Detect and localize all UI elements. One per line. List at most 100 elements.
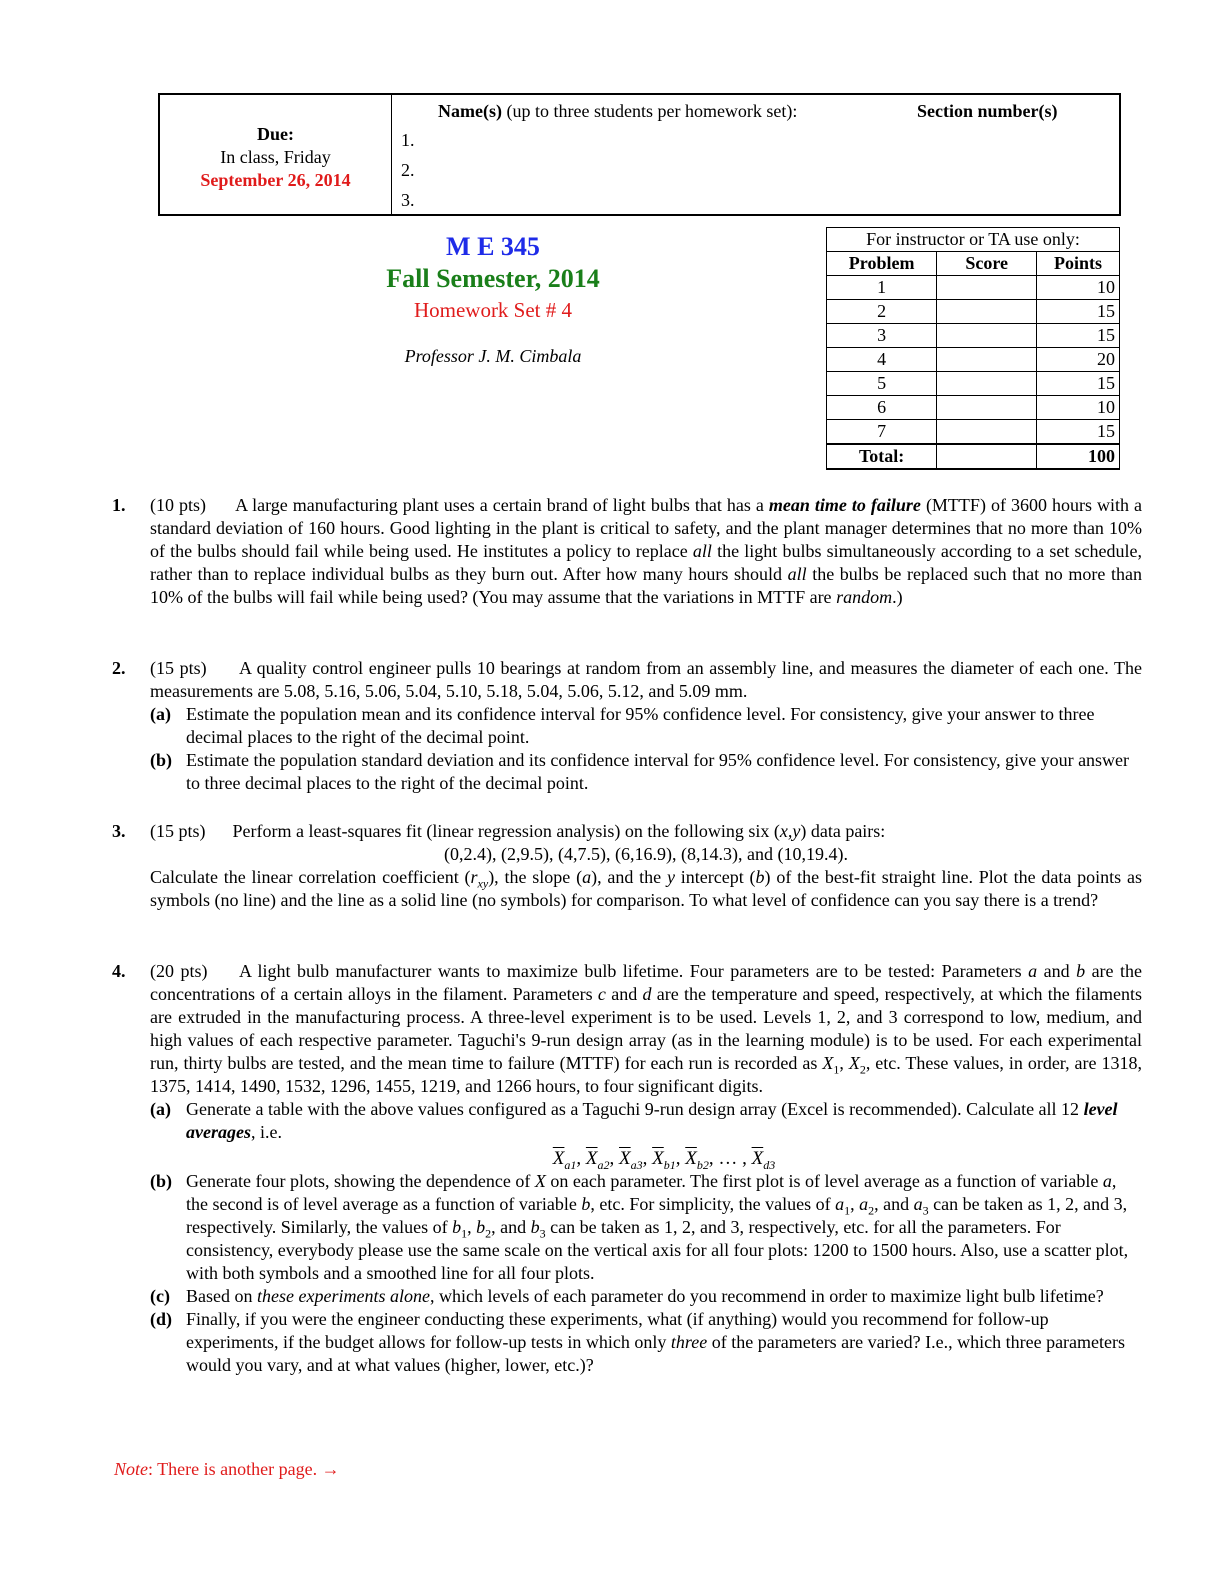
score-cell[interactable] [936,395,1038,420]
math: X [848,1053,860,1073]
score-cell[interactable] [936,275,1038,300]
emphasis: mean time to failure [768,495,921,515]
score-table-caption: For instructor or TA use only: [826,227,1120,252]
score-cell[interactable] [936,299,1038,324]
math: a [582,867,592,887]
problem-4c: (c)Based on these experiments alone, whi… [150,1285,1142,1308]
emphasis: all [787,564,807,584]
math: b [452,1217,462,1237]
text: .) [892,587,903,607]
text: the light bulbs simultaneously according… [150,541,1142,584]
sub-label: (b) [150,750,172,770]
level-averages-equation: Xa1, Xa2, Xa3, Xb1, Xb2, … , Xd3 [552,1148,776,1172]
emphasis: all [692,541,712,561]
math: a [1028,961,1038,981]
points-label: (15 pts) [150,821,206,841]
score-cell[interactable] [936,323,1038,348]
data-pairs: (0,2.4), (2,9.5), (4,7.5), (6,16.9), (8,… [444,844,848,864]
text: ) data pairs: [800,821,886,841]
header-score: Score [936,251,1038,276]
total-points: 100 [1036,443,1120,470]
math: b [581,1194,591,1214]
text: A quality control engineer pulls 10 bear… [150,658,1142,701]
sub-label: (a) [150,1099,171,1119]
text: , etc. For simplicity, the values of [590,1194,836,1214]
math: r [470,867,478,887]
problem-4b: (b)Generate four plots, showing the depe… [150,1171,1129,1283]
math: c [597,984,606,1004]
math: X [534,1171,546,1191]
section-heading: Section number(s) [917,101,1058,121]
problem-4: 4. (20 pts) A light bulb manufacturer wa… [112,960,1142,1377]
text: , [839,1053,849,1073]
text: ), the slope ( [488,867,583,887]
problem-cell: 2 [825,299,938,324]
text: , the second is of level average as a fu… [186,1171,1117,1214]
problem-cell: 6 [825,395,938,420]
total-row: Total: 100 [825,443,1120,470]
math-subscript: 1 [461,1226,468,1241]
math-subscript: 3 [539,1226,546,1241]
text: are the concentrations of a certain allo… [150,961,1143,1004]
names-note: (up to three students per homework set): [501,101,798,121]
math: b [1076,961,1086,981]
title-block: M E 345 Fall Semester, 2014 Homework Set… [320,232,666,368]
text: (MTTF) of 3600 hours with a standard dev… [150,495,1142,561]
total-label: Total: [825,443,938,470]
emphasis: random [836,587,893,607]
text: of the parameters are varied? I.e., whic… [186,1332,1126,1375]
math: X [552,1148,565,1169]
score-cell[interactable] [936,419,1038,445]
text: A large manufacturing plant uses a certa… [235,495,769,515]
math: X [652,1148,664,1169]
math: a [913,1194,923,1214]
emphasis: level averages [186,1099,1118,1142]
problem-2a: (a)Estimate the population mean and its … [150,703,1142,749]
score-cell[interactable] [936,347,1038,372]
math-subscript: 1 [844,1203,851,1218]
problem-3-text: (15 pts) Perform a least-squares fit (li… [150,820,1142,912]
text: intercept ( [674,867,756,887]
points-label: (10 pts) [150,495,207,515]
table-row: 6 10 [825,395,1120,420]
problem-1-text: (10 pts) A large manufacturing plant use… [150,494,1142,609]
math: d [642,984,652,1004]
homework-title: Homework Set # 4 [413,298,573,322]
text: and [605,984,643,1004]
text: Generate a table with the above values c… [186,1099,1084,1119]
math: y [666,867,675,887]
due-line1: In class, Friday [220,147,331,167]
names-heading: Name(s) (up to three students per homewo… [438,100,797,123]
ellipsis: … , [718,1148,747,1169]
text: A light bulb manufacturer wants to maxim… [238,961,1029,981]
math: a [835,1194,845,1214]
score-table-header-row: Problem Score Points [825,251,1120,276]
header-points: Points [1036,251,1120,276]
points-cell: 20 [1036,347,1120,372]
due-label: Due: [257,124,294,144]
problem-1: 1. (10 pts) A large manufacturing plant … [112,494,1142,609]
problem-4-text: (20 pts) A light bulb manufacturer wants… [150,960,1142,1098]
math-subscript: b2 [696,1157,709,1172]
points-cell: 10 [1036,275,1120,300]
text: and [1037,961,1077,981]
name-line-3: 3. [401,190,415,210]
points-cell: 10 [1036,395,1120,420]
math-subscript: 2 [859,1062,866,1077]
total-score-cell[interactable] [936,443,1038,470]
score-table-caption-row: For instructor or TA use only: [826,227,1120,252]
math-subscript: xy [477,876,489,891]
problem-cell: 7 [825,419,938,445]
math-subscript: a1 [564,1157,577,1172]
emphasis: these experiments alone [257,1286,430,1306]
problem-3: 3. (15 pts) Perform a least-squares fit … [112,820,1142,912]
math-subscript: d3 [763,1157,776,1172]
score-cell[interactable] [936,371,1038,396]
header-problem: Problem [825,251,938,276]
math-subscript: 2 [485,1226,492,1241]
math-subscript: a2 [597,1157,610,1172]
sub-label: (d) [150,1309,172,1329]
text: ), and the [591,867,667,887]
text: ) of the best-fit straight line. Plot th… [150,867,1142,910]
